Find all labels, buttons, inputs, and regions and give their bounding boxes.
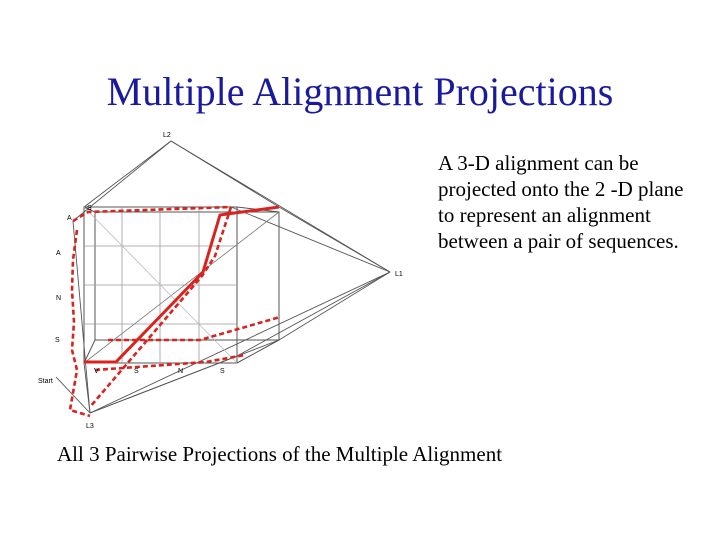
description-text: A 3-D alignment can be projected onto th… (438, 151, 684, 253)
label-l3: L3 (86, 423, 94, 430)
label-a-2: A (56, 250, 61, 257)
label-v-bottom: V (94, 368, 99, 375)
label-a-1: A (67, 215, 72, 222)
slide-title: Multiple Alignment Projections (106, 69, 614, 114)
cube-grid (83, 206, 280, 364)
label-n-left: N (56, 295, 61, 302)
label-s-left: S (55, 337, 60, 344)
label-l2: L2 (163, 132, 171, 139)
projected-paths (68, 205, 281, 418)
diagram-caption: All 3 Pairwise Projections of the Multip… (57, 442, 503, 466)
label-n-bottom: N (178, 368, 183, 375)
alignment-path (84, 205, 280, 364)
label-s-bottom: S (134, 368, 139, 375)
projection-lines (55, 140, 391, 414)
label-start: Start (38, 378, 53, 385)
label-s-bottom-2: S (220, 368, 225, 375)
label-s-top: S (87, 205, 92, 212)
label-l1: L1 (395, 271, 403, 278)
